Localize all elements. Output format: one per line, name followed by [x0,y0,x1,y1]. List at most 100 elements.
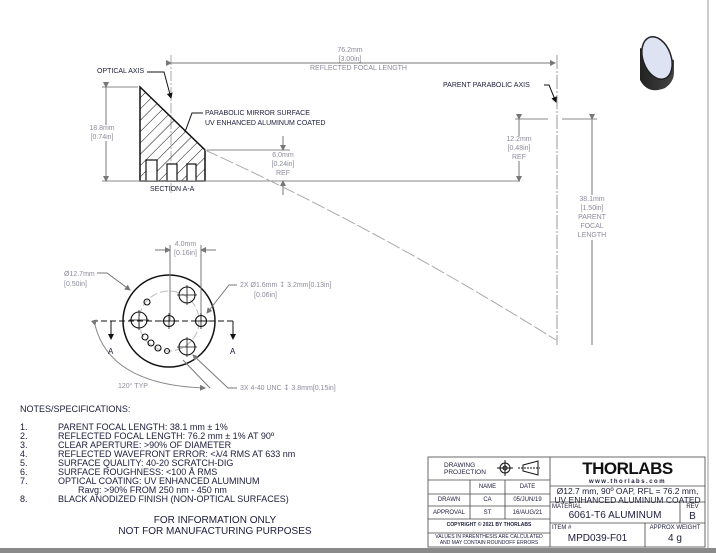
drawn-label: DRAWN [437,497,461,503]
note-item: 3. CLEAR APERTURE: >90% OF DIAMETER [20,441,295,450]
note-item: 7. OPTICAL COATING: UV ENHANCED ALUMINUM [20,477,295,486]
edge-mm: 6.0mm [272,152,294,159]
name-header: NAME [478,484,497,490]
rfl-label: REFLECTED FOCAL LENGTH [310,65,407,72]
height-in: [0.74in] [90,134,114,141]
approval-label: APPROVAL [433,510,465,516]
note-number: 8. [20,494,28,504]
surface-label-line1: PARABOLIC MIRROR SURFACE [205,110,310,117]
projection-label: DRAWING PROJECTION [444,462,486,477]
spacing-dimension: 4.0mm [0.16in] [170,241,201,257]
note-text: CLEAR APERTURE: >90% OF DIAMETER [58,440,232,450]
diameter-mm: Ø12.7mm [64,271,95,278]
values-note-l1: VALUES IN PARENTHESIS ARE CALCULATED [435,534,543,540]
surface-label: PARABOLIC MIRROR SURFACE UV ENHANCED ALU… [205,110,325,127]
drawn-date: 05/JUN/19 [513,497,542,503]
pin-hole-l2: [0.06in] [254,292,277,299]
note-text: REFLECTED WAVEFRONT ERROR: <λ/4 RMS AT 6… [58,449,296,459]
spacing-mm: 4.0mm [174,241,197,248]
weight-label: APPROX WEIGHT [649,525,701,531]
pfl-l3: LENGTH [577,232,607,239]
edge-ref: REF [276,170,290,177]
surface-label-line2: UV ENHANCED ALUMINUM COATED [205,120,326,127]
note-number: 5. [20,458,28,468]
offset-ref: REF [512,154,526,161]
note-text: SURFACE QUALITY: 40-20 SCRATCH-DIG [58,458,234,468]
section-marker-right: A [230,347,236,356]
notes-list: 1. PARENT FOCAL LENGTH: 38.1 mm ± 1% 2. REF… [20,423,295,504]
optical-axis-label: OPTICAL AXIS [97,68,145,75]
disclaimer-line2: NOT FOR MANUFACTURING PURPOSES [118,526,312,537]
pin-hole-callout: 2X Ø1.6mm ↧ 3.2mm[0.13in] [0.06in] [240,282,331,299]
item-number: MPD039-F01 [567,533,628,544]
pfl-mm: 38.1mm [579,196,605,203]
note-item: Ravg: >90% FROM 250 nm - 450 nm [20,486,295,495]
diameter-in: [0.50in] [64,281,87,288]
note-text: PARENT FOCAL LENGTH: 38.1 mm ± 1% [58,422,228,432]
frame-bottom [0,548,716,553]
description-l1: Ø12.7 mm, 90º OAP, RFL = 76.2 mm, [556,486,699,496]
title-block-grid [427,456,706,548]
note-item: 6. SURFACE ROUGHNESS: <100 Å RMS [20,468,295,477]
note-number: 3. [20,440,28,450]
pin-hole-l1: 2X Ø1.6mm ↧ 3.2mm[0.13in] [240,282,332,289]
rev: B [689,511,696,522]
note-item: 2. REFLECTED FOCAL LENGTH: 76.2 mm ± 1% A… [20,432,295,441]
note-number: 1. [20,422,28,432]
projection-symbol-icon [497,460,540,476]
part-description: Ø12.7 mm, 90º OAP, RFL = 76.2 mm, UV ENH… [550,487,705,504]
tapped-hole-callout: 3X 4-40 UNC ↧ 3.8mm[0.15in] [240,385,336,392]
note-text: REFLECTED FOCAL LENGTH: 76.2 mm ± 1% AT … [58,431,275,441]
parent-focal-dimension: 38.1mm [1.50in] PARENT FOCAL LENGTH [572,196,612,239]
note-text: BLACK ANODIZED FINISH (NON-OPTICAL SURFA… [58,494,289,504]
disclaimer: FOR INFORMATION ONLY NOT FOR MANUFACTURI… [115,516,315,537]
edge-in: [0.24in] [271,161,295,168]
pfl-l2: FOCAL [580,223,604,230]
values-note-l2: AND MAY CONTAIN ROUNDOFF ERRORS [439,540,539,546]
note-item: 4. REFLECTED WAVEFRONT ERROR: <λ/4 RMS AT… [20,450,295,459]
copyright: COPYRIGHT © 2021 BY THORLABS [446,522,532,528]
item-label: ITEM # [552,525,572,531]
rev-label: REV [686,504,699,510]
note-text: SURFACE ROUGHNESS: <100 Å RMS [58,467,218,477]
height-mm: 18.8mm [89,125,115,132]
rfl-dimension: 76.2mm [3.00in] REFLECTED FOCAL LENGTH [310,47,407,72]
note-number: 2. [20,431,28,441]
note-number: 4. [20,449,28,459]
disclaimer-line1: FOR INFORMATION ONLY [153,515,277,526]
weight: 4 g [668,533,682,544]
angle-label: 120° TYP [118,383,148,390]
section-title: SECTION A-A [150,186,195,193]
offset-in: [0.48in] [507,145,531,152]
parent-axis-label: PARENT PARABOLIC AXIS [443,82,530,89]
website: www.thorlabs.com [588,479,667,485]
mirror-3d-icon [640,36,674,91]
drawn-name: CA [483,497,492,503]
notes-title: NOTES/SPECIFICATIONS: [20,404,131,414]
section-marker-left: A [108,347,114,356]
approval-name: ST [483,510,492,516]
rfl-mm: 76.2mm [337,47,363,54]
note-item: 8. BLACK ANODIZED FINISH (NON-OPTICAL SUR… [20,495,295,504]
note-number: 6. [20,467,28,477]
height-dimension: 18.8mm [0.74in] [82,125,122,141]
pfl-in: [1.50in] [580,205,604,212]
material-label: MATERIAL [552,504,582,510]
date-header: DATE [519,484,536,490]
offset-mm: 12.2mm [506,136,532,143]
spacing-in: [0.16in] [174,250,197,257]
approval-date: 16/AUG/21 [512,510,543,516]
note-text: Ravg: >90% FROM 250 nm - 450 nm [58,485,227,495]
note-item: 1. PARENT FOCAL LENGTH: 38.1 mm ± 1% [20,423,295,432]
note-text: OPTICAL COATING: UV ENHANCED ALUMINUM [58,476,260,486]
edge-height-dimension: 6.0mm [0.24in] REF [263,152,303,177]
note-item: 5. SURFACE QUALITY: 40-20 SCRATCH-DIG [20,459,295,468]
thorlabs-logo: THORLABS [582,459,673,478]
values-note: VALUES IN PARENTHESIS ARE CALCULATED AND… [428,535,550,546]
note-number: 7. [20,476,28,486]
description-l2: UV ENHANCED ALUMINUM COATED [554,494,701,505]
offset-dimension: 12.2mm [0.48in] REF [499,136,539,161]
rfl-in: [3.00in] [338,56,362,63]
